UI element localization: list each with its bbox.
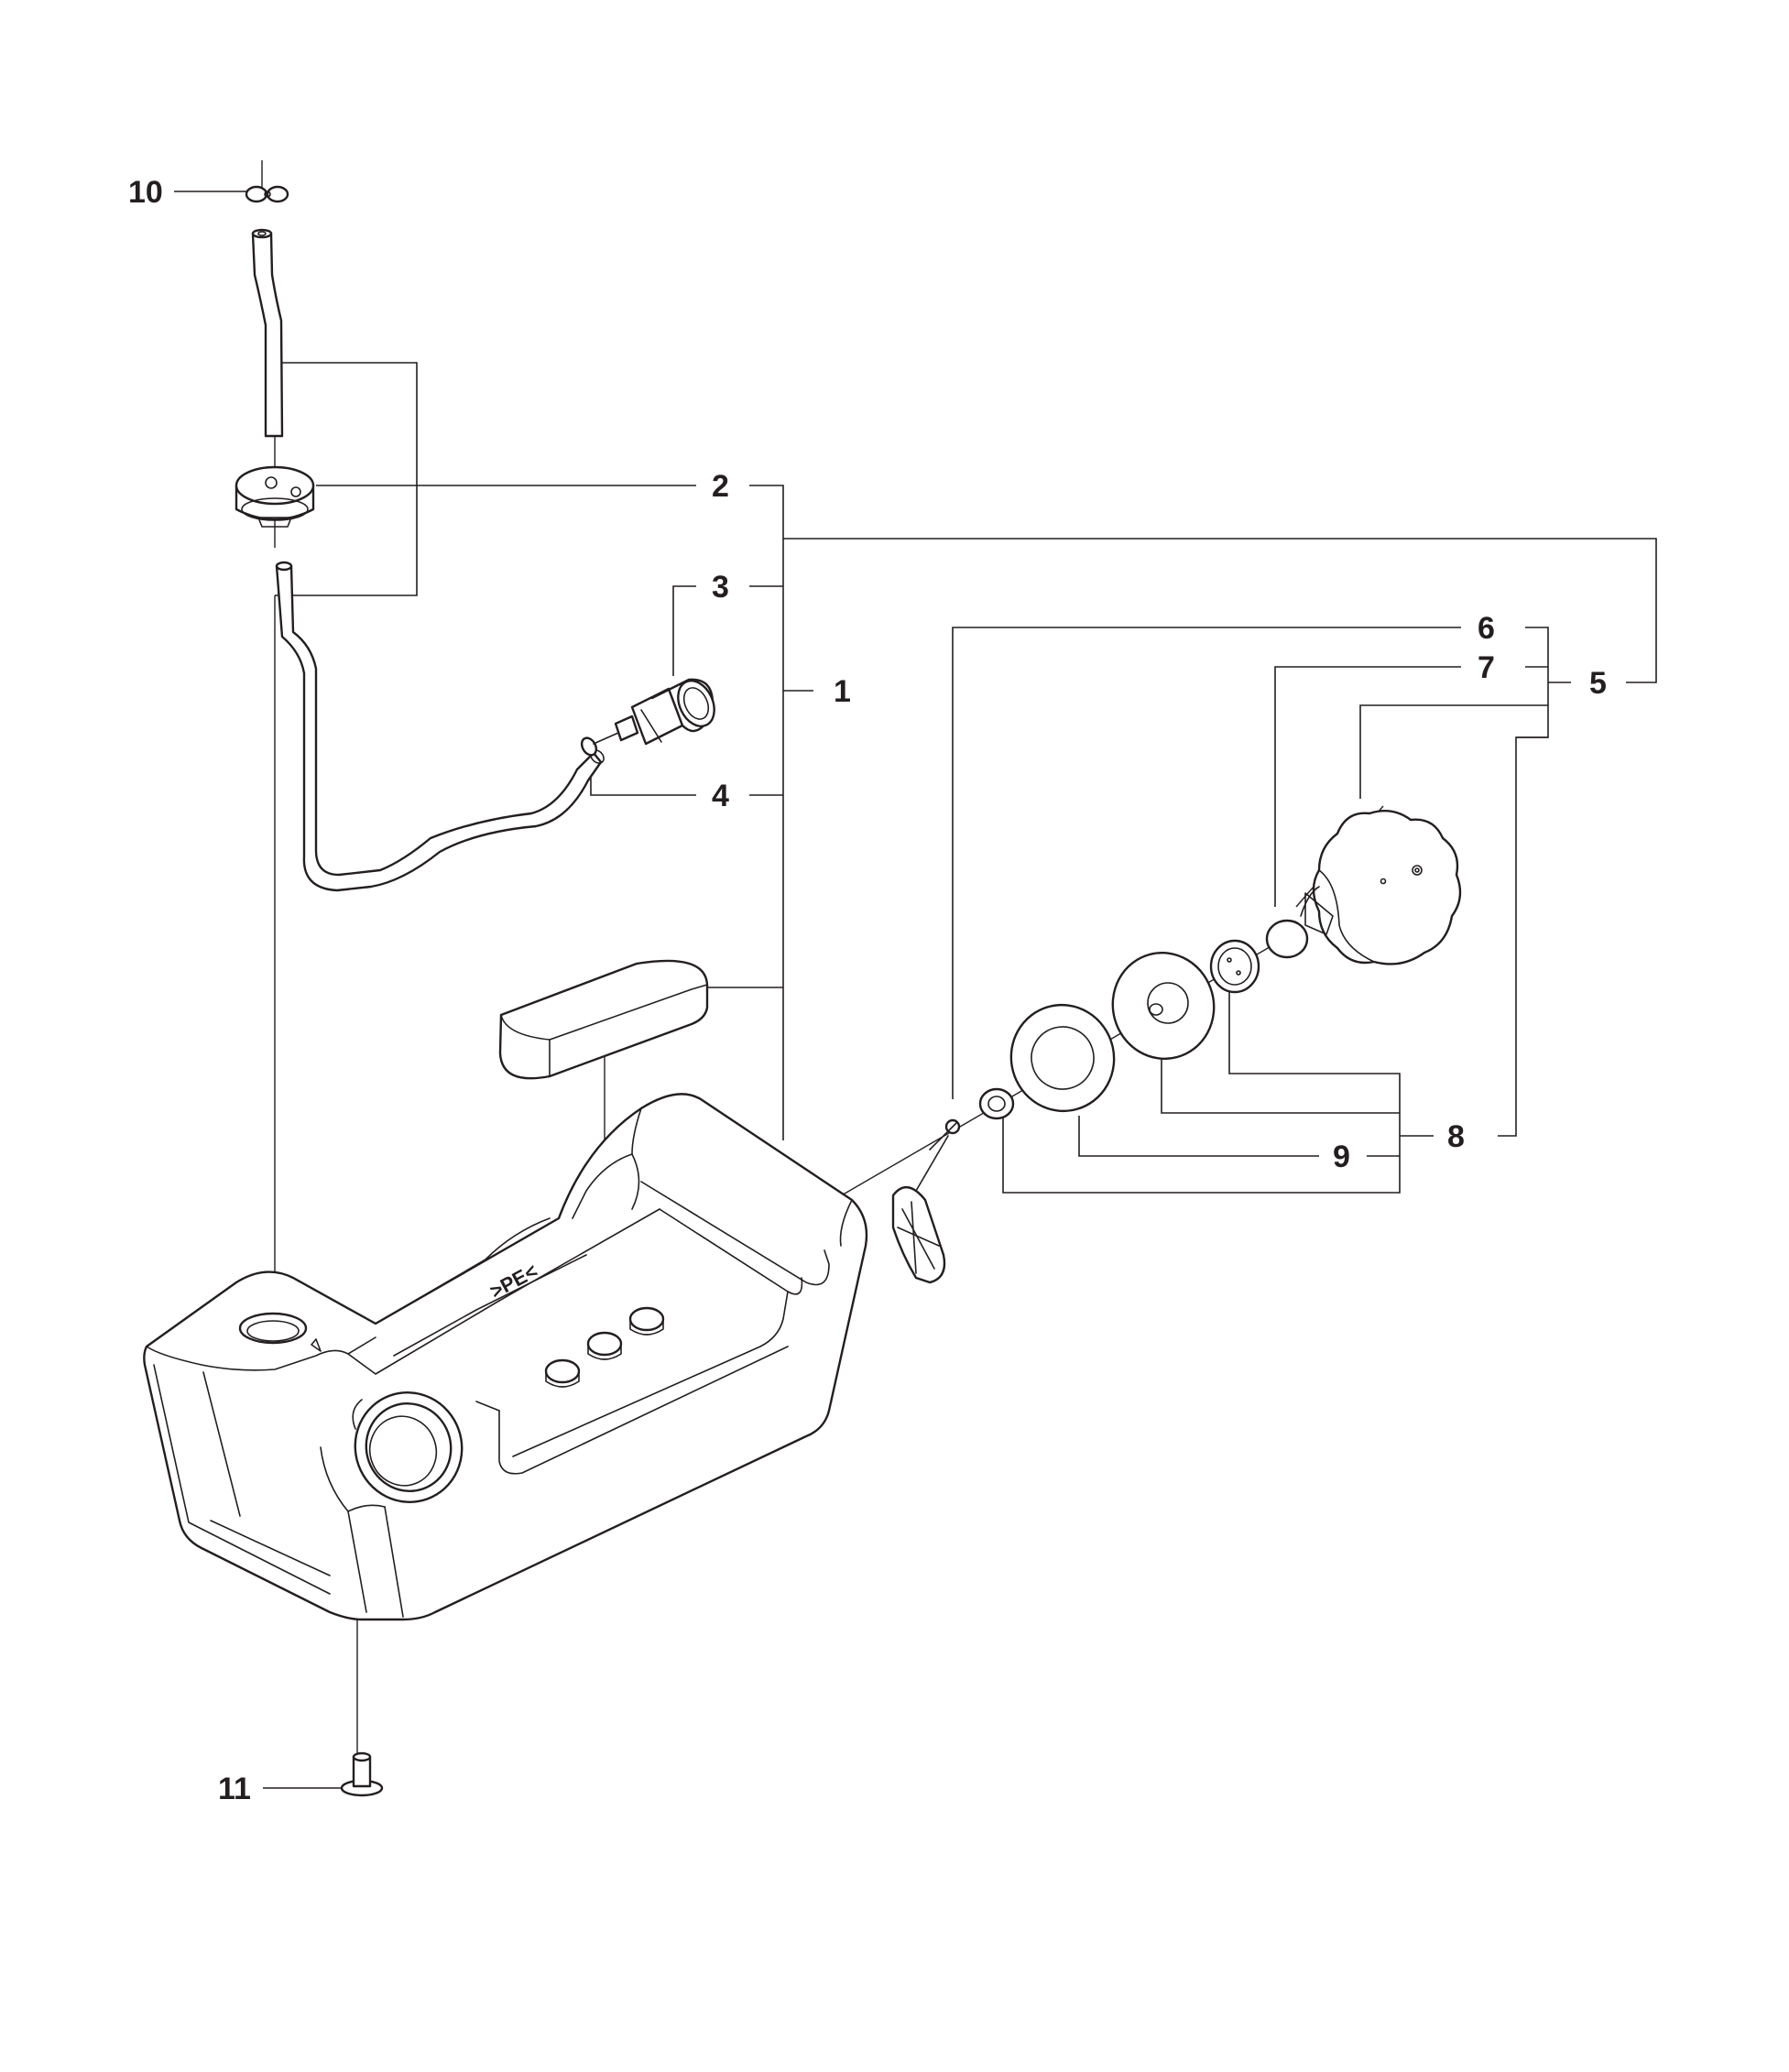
callout-5: 5 [1589, 666, 1607, 701]
callout-4: 4 [712, 779, 729, 813]
seal-disc [1111, 951, 1216, 1061]
callout-10: 10 [128, 175, 163, 210]
callout-6: 6 [1478, 611, 1495, 646]
callout-9: 9 [1333, 1140, 1350, 1174]
fuel-cap [1300, 810, 1462, 965]
small-washer [978, 1087, 1015, 1120]
callout-11: 11 [218, 1772, 251, 1806]
callout-3: 3 [712, 570, 729, 605]
fuel-hose [275, 561, 605, 892]
callout-8: 8 [1447, 1119, 1465, 1154]
callout-7: 7 [1478, 650, 1495, 685]
leader-lines [174, 191, 1657, 1789]
fuel-pickup-strainer [891, 1118, 961, 1284]
gasket-ring [1009, 1003, 1116, 1113]
callout-1: 1 [834, 674, 851, 709]
vent-hose-upper [251, 228, 284, 438]
hose-clip [245, 185, 289, 203]
tank-grommet [235, 465, 315, 528]
foam-pad [498, 959, 709, 1080]
vent-valve [1209, 939, 1260, 994]
callout-labels: 10 2 3 1 4 6 7 5 8 9 11 [128, 175, 1607, 1806]
retainer-disc [1265, 919, 1309, 959]
drain-plug [340, 1751, 384, 1797]
fuel-filter [593, 678, 715, 746]
fuel-tank: >PE< [143, 1093, 868, 1621]
callout-2: 2 [712, 469, 729, 504]
